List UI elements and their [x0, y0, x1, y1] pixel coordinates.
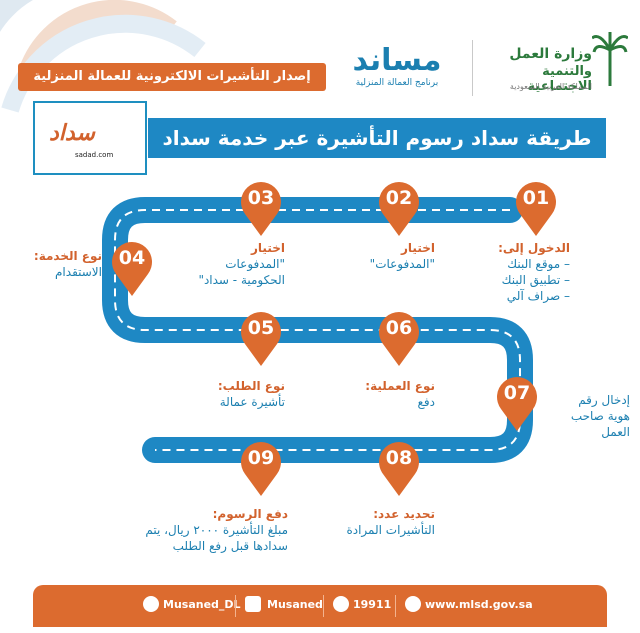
ministry-line1: وزارة العمل: [509, 46, 592, 62]
step-line: "المدفوعات": [369, 257, 435, 271]
step-heading: اختيار: [251, 241, 285, 255]
step-number: 01: [522, 187, 550, 209]
step-line: دفع: [417, 395, 435, 409]
ministry-logo: وزارة العمل والتنمية الاجتماعية المملكة …: [480, 20, 630, 100]
step-heading: نوع العملية:: [365, 379, 435, 393]
step-number: 04: [118, 247, 146, 269]
step-line: مبلغ التأشيرة ٢٠٠٠ ريال، يتم: [145, 523, 288, 537]
step-pin-04: 04: [108, 238, 156, 298]
ministry-line2: والتنمية الاجتماعية: [527, 64, 592, 94]
step-number: 07: [503, 382, 531, 404]
musaned-logo-word: مساند: [352, 43, 442, 78]
step-line: – تطبيق البنك: [501, 273, 570, 287]
sadad-logo-url: sadad.com: [75, 151, 114, 159]
header-divider: [472, 40, 473, 96]
step-heading: دفع الرسوم:: [212, 507, 288, 521]
step-line: تأشيرة عمالة: [219, 395, 285, 409]
step-number: 08: [385, 447, 413, 469]
ministry-line3: المملكة العربية السعودية: [509, 82, 592, 91]
footer-bar: Musaned_DL Musaned 19911 www.mlsd.gov.sa: [33, 585, 607, 627]
header-banner: إصدار التأشيرات الالكترونية للعمالة المن…: [18, 63, 326, 91]
step-pin-09: 09: [237, 438, 285, 498]
step-text-01: الدخول إلى: – موقع البنك – تطبيق البنك –…: [470, 240, 570, 304]
location-pin-icon: [241, 312, 281, 366]
step-number: 02: [385, 187, 413, 209]
musaned-logo: مساند برنامج العمالة المنزلية: [342, 44, 452, 104]
sadad-logo: سداد sadad.com: [33, 101, 147, 175]
step-text-06: نوع العملية: دفع: [325, 378, 435, 410]
step-text-07: إدخال رقم هوية صاحب العمل: [552, 392, 630, 440]
step-pin-07: 07: [493, 373, 541, 433]
step-heading: الدخول إلى:: [498, 241, 570, 255]
step-line: الحكومية - سداد": [198, 273, 285, 287]
location-pin-icon: [497, 377, 537, 431]
globe-icon: [405, 596, 421, 612]
step-number: 05: [247, 317, 275, 339]
step-line: العمل: [601, 425, 630, 439]
footer-phone[interactable]: 19911: [353, 598, 392, 611]
footer-separator: [323, 595, 324, 617]
step-line: الاستقدام: [55, 265, 102, 279]
step-line: – موقع البنك: [507, 257, 570, 271]
location-pin-icon: [379, 442, 419, 496]
step-heading: نوع الطلب:: [217, 379, 285, 393]
step-text-09: دفع الرسوم: مبلغ التأشيرة ٢٠٠٠ ريال، يتم…: [110, 506, 288, 554]
step-pin-02: 02: [375, 178, 423, 238]
step-heading: تحديد عدد:: [373, 507, 435, 521]
location-pin-icon: [379, 182, 419, 236]
step-text-02: اختيار "المدفوعات": [335, 240, 435, 272]
step-line: إدخال رقم: [578, 393, 630, 407]
step-number: 03: [247, 187, 275, 209]
step-text-05: نوع الطلب: تأشيرة عمالة: [185, 378, 285, 410]
sadad-logo-word: سداد: [49, 121, 95, 146]
step-pin-03: 03: [237, 178, 285, 238]
step-number: 06: [385, 317, 413, 339]
location-pin-icon: [241, 442, 281, 496]
step-pin-05: 05: [237, 308, 285, 368]
musaned-logo-subtitle: برنامج العمالة المنزلية: [355, 78, 439, 88]
step-heading: اختيار: [401, 241, 435, 255]
footer-app-name[interactable]: Musaned: [267, 598, 323, 611]
footer-separator: [235, 595, 236, 617]
step-text-03: اختيار "المدفوعات الحكومية - سداد": [175, 240, 285, 288]
step-text-08: تحديد عدد: التأشيرات المرادة: [310, 506, 435, 538]
palm-tree-icon: [592, 32, 628, 86]
step-number: 09: [247, 447, 275, 469]
phone-icon: [333, 596, 349, 612]
footer-separator: [395, 595, 396, 617]
step-pin-06: 06: [375, 308, 423, 368]
step-line: هوية صاحب: [570, 409, 630, 423]
location-pin-icon: [112, 242, 152, 296]
footer-twitter-handle[interactable]: Musaned_DL: [163, 598, 241, 611]
step-line: التأشيرات المرادة: [346, 523, 435, 537]
twitter-icon: [143, 596, 159, 612]
location-pin-icon: [516, 182, 556, 236]
step-text-04: نوع الخدمة: الاستقدام: [10, 248, 102, 280]
step-line: "المدفوعات: [225, 257, 285, 271]
step-pin-08: 08: [375, 438, 423, 498]
musaned-app-icon: [245, 596, 261, 612]
step-pin-01: 01: [512, 178, 560, 238]
location-pin-icon: [241, 182, 281, 236]
page-title: طريقة سداد رسوم التأشيرة عبر خدمة سداد: [148, 118, 606, 158]
step-heading: نوع الخدمة:: [33, 249, 102, 263]
location-pin-icon: [379, 312, 419, 366]
step-line: – صراف آلي: [506, 289, 570, 303]
footer-website[interactable]: www.mlsd.gov.sa: [425, 598, 533, 611]
step-line: سدادها قبل رفع الطلب: [172, 539, 288, 553]
